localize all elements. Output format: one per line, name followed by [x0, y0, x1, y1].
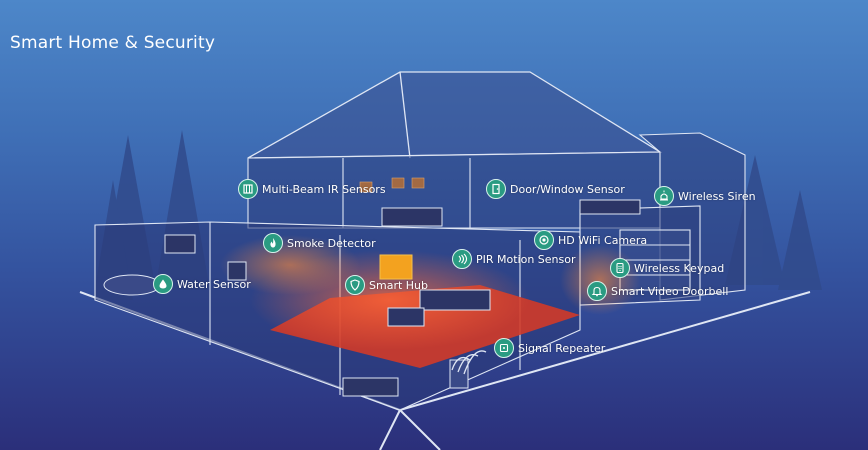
device-water: Water Sensor	[153, 273, 251, 295]
device-label: Smoke Detector	[287, 236, 376, 250]
device-label: Signal Repeater	[518, 341, 606, 355]
device-smoke: Smoke Detector	[263, 232, 376, 254]
device-keypad: Wireless Keypad	[610, 257, 724, 279]
repeater-icon	[494, 338, 514, 358]
device-label: Wireless Siren	[678, 189, 756, 203]
device-hub: Smart Hub	[345, 274, 428, 296]
ir-beam-icon	[238, 179, 258, 199]
device-label: Smart Hub	[369, 278, 428, 292]
device-multi-beam: Multi-Beam IR Sensors	[238, 178, 386, 200]
siren-icon	[654, 186, 674, 206]
page-title: Smart Home & Security	[10, 33, 216, 53]
device-door-window: Door/Window Sensor	[486, 178, 625, 200]
repeater-waves	[451, 350, 487, 375]
device-camera: HD WiFi Camera	[534, 229, 647, 251]
upper-floor	[247, 151, 661, 229]
device-label: PIR Motion Sensor	[476, 252, 576, 266]
device-siren: Wireless Siren	[654, 185, 756, 207]
device-repeater: Signal Repeater	[494, 337, 605, 359]
bell-icon	[587, 281, 607, 301]
keypad-icon	[610, 258, 630, 278]
device-pir: PIR Motion Sensor	[452, 248, 576, 270]
furniture	[103, 199, 641, 397]
device-label: Wireless Keypad	[634, 261, 725, 275]
roof	[247, 71, 663, 159]
water-drop-icon	[153, 274, 173, 294]
device-label: Water Sensor	[177, 277, 251, 291]
device-label: Smart Video Doorbell	[611, 284, 729, 298]
right-wing	[579, 132, 746, 306]
device-label: Multi-Beam IR Sensors	[262, 182, 386, 196]
device-label: Door/Window Sensor	[510, 182, 625, 196]
device-doorbell: Smart Video Doorbell	[587, 280, 728, 302]
door-icon	[486, 179, 506, 199]
flame-icon	[263, 233, 283, 253]
motion-wave-icon	[452, 249, 472, 269]
camera-icon	[534, 230, 554, 250]
device-label: HD WiFi Camera	[558, 233, 648, 247]
shield-icon	[345, 275, 365, 295]
upper-windows	[359, 177, 425, 193]
